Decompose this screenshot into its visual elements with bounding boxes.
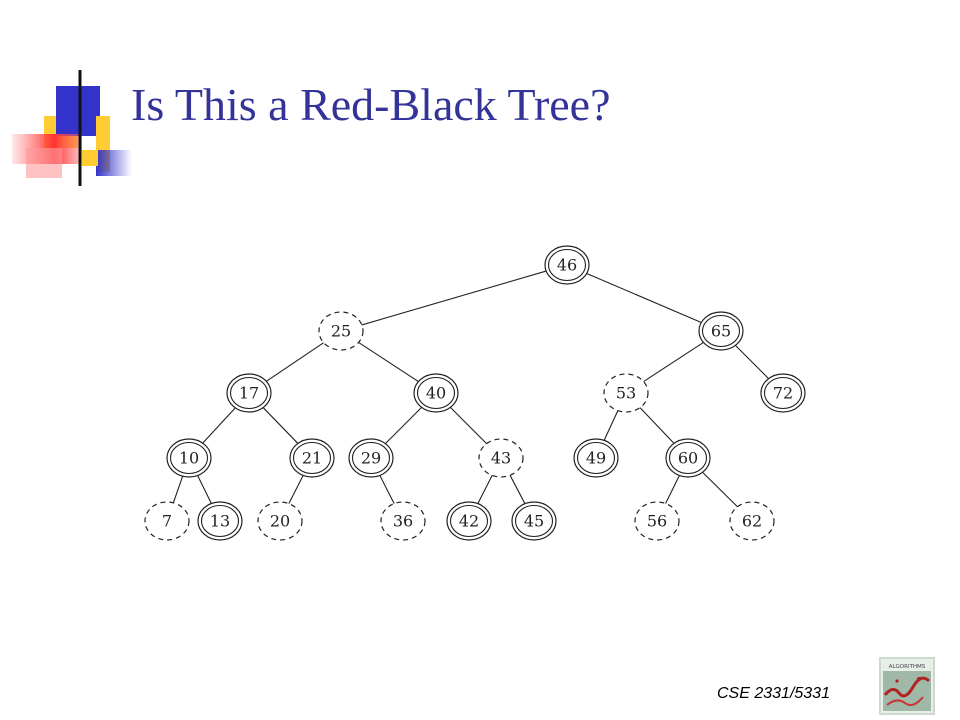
tree-node-label: 45	[524, 512, 544, 531]
tree-edge-40-29	[384, 406, 423, 445]
tree-node-label: 62	[742, 512, 762, 531]
tree-node-13-black: 13	[197, 501, 243, 541]
tree-node-label: 21	[302, 449, 322, 468]
tree-edge-65-72	[734, 344, 770, 380]
tree-node-49-black: 49	[573, 438, 619, 478]
tree-edge-60-56	[665, 475, 680, 504]
tree-node-label: 72	[773, 384, 793, 403]
tree-node-45-black: 45	[511, 501, 557, 541]
tree-node-label: 56	[647, 512, 667, 531]
slide-title: Is This a Red-Black Tree?	[131, 79, 611, 130]
tree-edge-10-13	[197, 475, 212, 504]
tree-node-62-red: 62	[729, 501, 775, 541]
tree-node-72-black: 72	[760, 373, 806, 413]
course-footer: CSE 2331/5331	[717, 685, 830, 702]
tree-node-label: 42	[459, 512, 479, 531]
tree-edge-53-49	[603, 410, 619, 441]
tree-node-label: 13	[210, 512, 230, 531]
tree-edge-17-10	[202, 407, 236, 444]
tree-edge-25-40	[358, 341, 419, 383]
deco-blue-square	[56, 86, 100, 136]
deco-yellow-small	[82, 150, 98, 166]
tree-edge-60-62	[702, 471, 738, 508]
tree-edge-40-43	[449, 406, 488, 445]
tree-edge-65-53	[643, 341, 704, 383]
tree-edge-29-36	[379, 475, 395, 504]
tree-edge-43-42	[477, 475, 493, 504]
tree-node-36-red: 36	[380, 501, 426, 541]
tree-edge-46-25	[361, 270, 547, 326]
title-decoration	[12, 70, 960, 186]
tree-node-56-red: 56	[634, 501, 680, 541]
tree-node-46-black: 46	[544, 245, 590, 285]
tree-node-21-black: 21	[289, 438, 335, 478]
tree-edge-25-17	[266, 342, 324, 382]
tree-node-label: 36	[393, 512, 413, 531]
deco-pink-block	[26, 148, 62, 178]
tree-node-25-red: 25	[318, 311, 364, 351]
tree-node-label: 60	[678, 449, 698, 468]
tree-node-10-black: 10	[166, 438, 212, 478]
tree-node-label: 7	[162, 512, 172, 531]
tree-node-42-black: 42	[446, 501, 492, 541]
tree-node-20-red: 20	[257, 501, 303, 541]
tree-node-label: 49	[586, 449, 606, 468]
tree-edge-21-20	[288, 475, 304, 504]
tree-node-65-black: 65	[698, 311, 744, 351]
algorithms-book-logo: ALGORITHMS	[879, 657, 935, 715]
tree-node-7-red: 7	[144, 501, 190, 541]
tree-node-label: 43	[491, 449, 511, 468]
tree-node-label: 53	[616, 384, 636, 403]
tree-node-29-black: 29	[348, 438, 394, 478]
tree-node-53-red: 53	[603, 373, 649, 413]
tree-node-label: 40	[426, 384, 446, 403]
logo-text: ALGORITHMS	[889, 664, 926, 670]
tree-node-17-black: 17	[226, 373, 272, 413]
tree-edge-43-45	[509, 475, 526, 504]
tree-node-label: 46	[557, 256, 577, 275]
tree-node-label: 17	[239, 384, 259, 403]
tree-node-40-black: 40	[413, 373, 459, 413]
tree-node-label: 10	[179, 449, 199, 468]
tree-node-43-red: 43	[478, 438, 524, 478]
tree-edges	[172, 270, 770, 508]
tree-node-label: 20	[270, 512, 290, 531]
tree-edge-17-21	[262, 407, 299, 444]
tree-edge-10-7	[172, 476, 184, 503]
tree-node-label: 25	[331, 322, 351, 341]
tree-edge-46-65	[586, 272, 702, 324]
tree-edge-53-60	[639, 407, 675, 444]
tree-node-60-black: 60	[665, 438, 711, 478]
tree-node-label: 29	[361, 449, 381, 468]
tree-node-label: 65	[711, 322, 731, 341]
tree-nodes: 46 25 65 17 40 53 72 10 21 29 43 49 60 7 13 20 36 42 45 56 6…	[144, 245, 806, 541]
deco-blue-fade	[96, 150, 132, 176]
